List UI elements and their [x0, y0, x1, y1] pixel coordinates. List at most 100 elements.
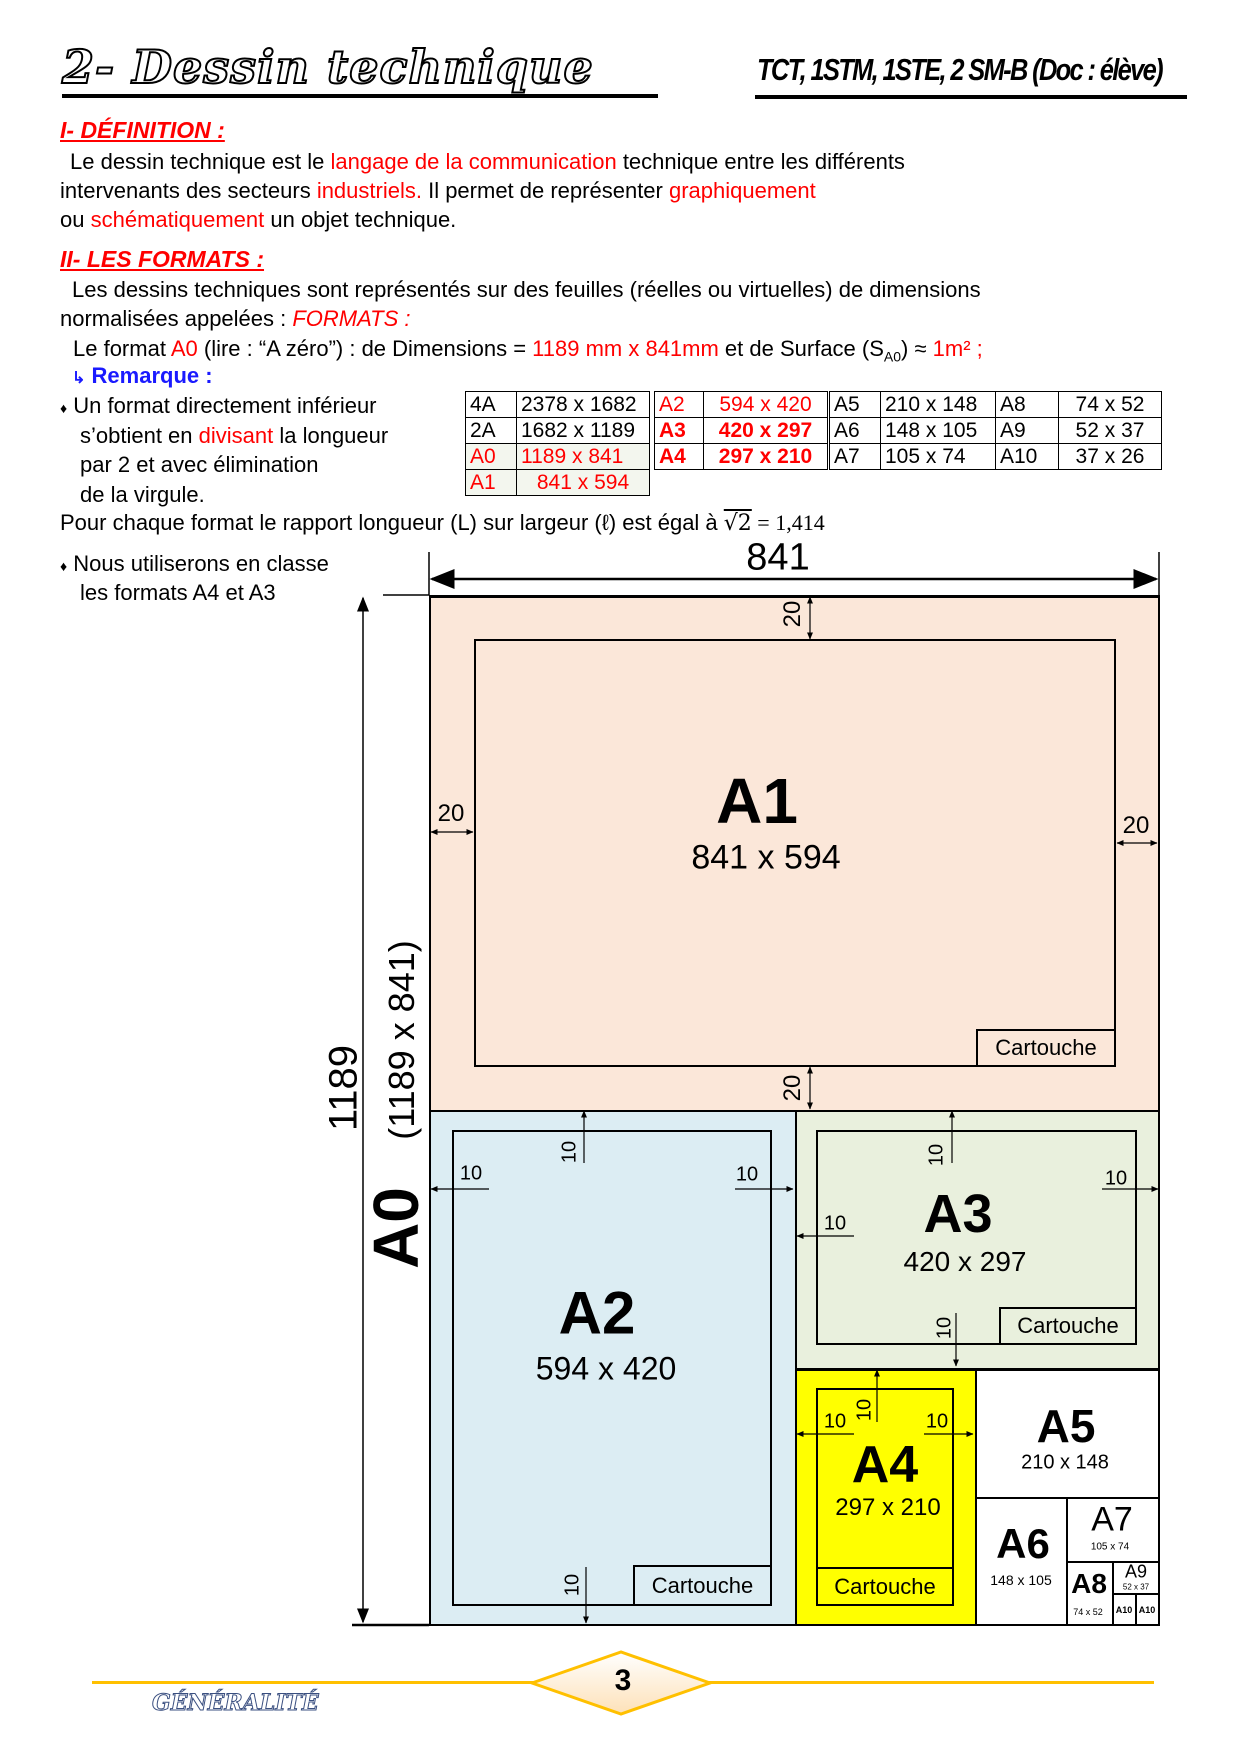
class-subtitle: TCT, 1STM, 1STE, 2 SM-B (Doc : élève)	[757, 52, 1164, 87]
cell: A4	[654, 443, 704, 470]
bullet-2-line-1: ♦ Nous utiliserons en classe	[60, 549, 329, 581]
definition-line-3: ou schématiquement un objet technique.	[60, 205, 456, 234]
a0-label: A0	[360, 1187, 432, 1269]
text: s’obtient en	[80, 423, 199, 448]
a1-cartouche: Cartouche	[976, 1029, 1116, 1067]
page-title: 2- Dessin technique	[61, 39, 594, 95]
highlight: 1189 mm x 841mm	[532, 336, 719, 361]
text: Le format	[73, 336, 171, 361]
a10-label-2: A10	[1138, 1605, 1156, 1615]
text: ) ≈	[901, 336, 933, 361]
a1-margin-left: 20	[437, 800, 465, 827]
a1-margin-bottom: 20	[779, 1074, 806, 1102]
a4-dims: 297 x 210	[835, 1494, 941, 1521]
page-number: 3	[614, 1664, 632, 1697]
highlight: divisant	[198, 423, 274, 448]
a2-frame	[452, 1130, 772, 1606]
a7-label: A7	[1091, 1500, 1133, 1539]
cell: A2	[654, 391, 704, 418]
a4-margin-top: 10	[853, 1398, 876, 1422]
cell: A9	[995, 417, 1059, 444]
a10-region-2	[1135, 1593, 1160, 1626]
highlight: graphiquement	[668, 178, 816, 203]
cell: 74 x 52	[1058, 391, 1162, 418]
text: technique entre les différents	[616, 149, 905, 174]
a6-dims: 148 x 105	[990, 1572, 1052, 1588]
text: Nous utiliserons en classe	[73, 551, 329, 576]
a3-cartouche: Cartouche	[999, 1307, 1137, 1345]
formats-line-1: Les dessins techniques sont représentés …	[72, 277, 981, 302]
definition-line-1: Le dessin technique est le langage de la…	[70, 147, 905, 176]
subscript: A0	[883, 348, 902, 365]
text: normalisées appelées :	[60, 306, 293, 331]
a1-margin-right: 20	[1122, 812, 1150, 839]
a5-dims: 210 x 148	[1021, 1451, 1109, 1474]
a3-margin-right: 10	[1104, 1167, 1128, 1190]
cell: 210 x 148	[880, 391, 996, 418]
ratio-value: = 1,414	[751, 510, 825, 535]
a4-margin-left: 10	[823, 1410, 847, 1433]
a2-dims: 594 x 420	[535, 1350, 677, 1387]
height-dimension: 1189	[321, 1044, 366, 1132]
cell: 1189 x 841	[516, 443, 650, 470]
highlight: A0	[170, 336, 198, 361]
remarque-text: Remarque :	[91, 363, 213, 388]
highlight: schématiquement	[90, 207, 265, 232]
diamond-bullet-icon: ♦	[60, 558, 68, 574]
a3-label: A3	[923, 1184, 993, 1244]
cell: 594 x 420	[703, 391, 828, 418]
highlight: langage de la communication	[330, 149, 617, 174]
cell: 52 x 37	[1058, 417, 1162, 444]
cell: 148 x 105	[880, 417, 996, 444]
a4-cartouche: Cartouche	[816, 1567, 954, 1606]
a3-margin-left: 10	[823, 1212, 847, 1235]
text: la longueur	[273, 423, 389, 448]
cell: A5	[829, 391, 881, 418]
cell: 2A	[465, 417, 517, 444]
a2-margin-left: 10	[459, 1162, 483, 1185]
a6-label: A6	[996, 1520, 1050, 1567]
arrow-icon: ↳	[72, 370, 86, 387]
text: Le dessin technique est le	[70, 149, 331, 174]
text: et de Surface (S	[718, 336, 884, 361]
sqrt-symbol: √2	[723, 511, 752, 536]
cell: A10	[995, 443, 1059, 470]
a4-margin-right: 10	[925, 1410, 949, 1433]
highlight: 1m² ;	[932, 336, 983, 361]
formats-line-2: normalisées appelées : FORMATS :	[60, 304, 411, 333]
cell: 37 x 26	[1058, 443, 1162, 470]
a2-margin-bottom: 10	[561, 1573, 584, 1597]
cell: 297 x 210	[703, 443, 828, 470]
a1-region	[429, 595, 1160, 1112]
a9-dims: 52 x 37	[1122, 1582, 1150, 1592]
a4-region	[795, 1368, 977, 1626]
a1-label: A1	[716, 765, 798, 837]
bullet-1-line-1: ♦ Un format directement inférieur	[60, 391, 377, 423]
a10-label: A10	[1115, 1605, 1133, 1615]
a0-dims: (1189 x 841)	[381, 940, 422, 1140]
cell: 105 x 74	[880, 443, 996, 470]
cell: A3	[654, 417, 704, 444]
highlight: industriels.	[316, 178, 422, 203]
a2-label: A2	[558, 1279, 636, 1347]
a5-label: A5	[1036, 1400, 1096, 1452]
a2-margin-top: 10	[558, 1140, 581, 1164]
text: intervenants des secteurs	[60, 178, 317, 203]
a3-dims: 420 x 297	[903, 1246, 1027, 1277]
remarque-label: ↳ Remarque :	[72, 363, 213, 389]
width-dimension: 841	[746, 536, 810, 579]
title-underline	[62, 94, 658, 98]
bullet-1-line-2: s’obtient en divisant la longueur	[80, 421, 388, 450]
a2-cartouche: Cartouche	[633, 1565, 772, 1606]
diamond-bullet-icon: ♦	[60, 400, 68, 416]
definition-heading: I- DÉFINITION :	[60, 117, 225, 143]
